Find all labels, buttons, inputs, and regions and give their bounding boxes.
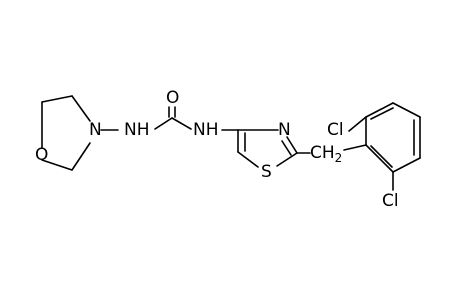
amide-nh-label: NH bbox=[193, 120, 219, 140]
bond-ar-inner-1 bbox=[370, 107, 394, 120]
bond-c2-n3 bbox=[286, 136, 298, 154]
bond-o-c-lower bbox=[41, 159, 73, 171]
bond-ar-inner-3 bbox=[370, 145, 393, 168]
methylene-bridge bbox=[296, 144, 367, 154]
chlorine-top-label: Cl bbox=[327, 120, 344, 140]
methylene-subscript: 2 bbox=[335, 151, 343, 165]
bond-ch2-aryl bbox=[343, 144, 367, 151]
bond-c-c-upper bbox=[41, 95, 73, 103]
bond-c2-n3-inner bbox=[281, 140, 292, 156]
atom-labels: O N NH O NH N S CH2 Cl Cl bbox=[35, 88, 399, 211]
methylene-label: CH2 bbox=[310, 143, 342, 165]
thiazole-nitrogen-label: N bbox=[278, 120, 291, 140]
bond-n-c-upper bbox=[71, 95, 91, 122]
bond-ar-cl-top bbox=[348, 116, 367, 132]
bond-ar-5 bbox=[392, 157, 421, 173]
bond-ar-3 bbox=[392, 102, 421, 118]
bond-nh-carbonyl bbox=[154, 117, 173, 130]
bond-s1-c2 bbox=[276, 152, 298, 167]
bond-ar-2 bbox=[365, 102, 394, 118]
morpholine-nitrogen-label: N bbox=[89, 120, 102, 140]
dichlorophenyl-ring bbox=[348, 102, 421, 191]
bond-c5-s1 bbox=[237, 151, 259, 168]
thiazole-sulfur-label: S bbox=[261, 162, 272, 182]
bond-ar-6 bbox=[365, 144, 394, 173]
methylene-ch: CH bbox=[310, 143, 335, 163]
thiazole-ring bbox=[237, 129, 298, 168]
bond-carbonyl-nh bbox=[171, 117, 192, 130]
morpholine-oxygen-label: O bbox=[35, 145, 48, 165]
hydrazine-nh-label: NH bbox=[124, 120, 150, 140]
bond-c-c-lower bbox=[71, 142, 91, 171]
urea-linker bbox=[100, 106, 239, 131]
morpholine-ring bbox=[41, 95, 91, 171]
carbonyl-oxygen-label: O bbox=[166, 88, 179, 108]
chlorine-bottom-label: Cl bbox=[382, 191, 399, 211]
